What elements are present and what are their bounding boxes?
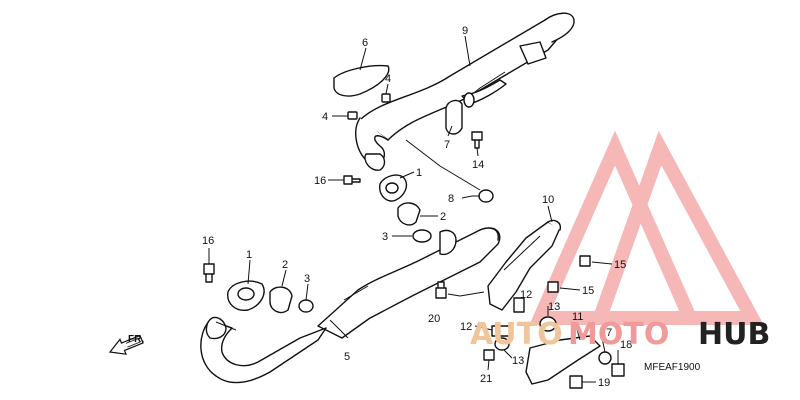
upper-exhaust-pipe [355,79,507,171]
callout-8: 8 [448,193,454,205]
bolt-15b [547,281,559,293]
callout-labels: 6 9 4 4 7 14 16 1 8 2 3 10 15 15 16 1 2 … [202,25,632,389]
upper-nut-4b [347,111,358,120]
nut-19 [569,375,583,389]
callout-3a: 3 [382,231,388,243]
callout-17: 17 [600,327,612,339]
bushing [478,189,494,203]
callout-4a: 4 [385,73,391,85]
lower-bolt-16 [203,263,215,283]
callout-16a: 16 [314,175,326,187]
callout-5: 5 [344,351,350,363]
callout-2a: 2 [440,211,446,223]
collar-12a [513,297,525,313]
callout-11: 11 [572,311,583,323]
bolt-20 [435,281,447,299]
callout-21: 21 [480,373,492,385]
upper-bolt-16 [343,175,361,185]
watermark-text: AUTO MOTO HUB [470,317,770,352]
callout-1b: 1 [246,249,252,261]
callout-9: 9 [462,25,468,37]
bolt-15a [579,255,591,267]
callout-7: 7 [444,139,450,151]
callout-3b: 3 [304,273,310,285]
callout-4b: 4 [322,111,328,123]
upper-ring [412,229,432,243]
front-direction-arrow [108,334,144,355]
diagram-code: MFEAF1900 [644,362,701,373]
upper-bolt-14 [471,131,483,149]
lower-exhaust-pipe [200,316,327,384]
callout-18: 18 [620,339,632,351]
collar-13a [539,316,557,332]
callout-19: 19 [598,377,610,389]
callout-13a: 13 [548,301,560,313]
leader-lines [208,35,619,383]
watermark-logo [529,130,764,325]
callout-10: 10 [542,194,554,206]
callout-16b: 16 [202,235,214,247]
collar-13b [494,337,510,351]
upper-muffler [359,12,575,141]
upper-gasket [397,202,421,226]
front-direction-label: FR. [128,334,144,345]
watermark-moto: MOTO [568,317,669,352]
clamp-band [445,99,463,135]
stay-plate [525,335,601,385]
callout-15a: 15 [614,259,626,271]
lower-ring [298,299,314,313]
upper-nut-4a [381,93,391,103]
lower-muffler [317,227,501,339]
callout-1a: 1 [416,167,422,179]
callout-12b: 12 [460,321,472,333]
callout-15b: 15 [582,285,594,297]
muffler-bracket [487,219,562,311]
callout-20: 20 [428,313,440,325]
callout-14: 14 [472,159,484,171]
watermark-auto: AUTO [470,317,563,352]
callout-6: 6 [362,37,368,49]
upper-heat-shield [333,64,390,97]
nut-18 [611,363,625,377]
callout-2b: 2 [282,259,288,271]
washer-17 [598,351,612,365]
lower-gasket [269,286,293,314]
collar-12b [491,325,513,337]
callout-13b: 13 [512,355,524,367]
watermark-hub: HUB [698,317,770,352]
bolt-21 [483,349,495,361]
callout-12a: 12 [520,289,532,301]
